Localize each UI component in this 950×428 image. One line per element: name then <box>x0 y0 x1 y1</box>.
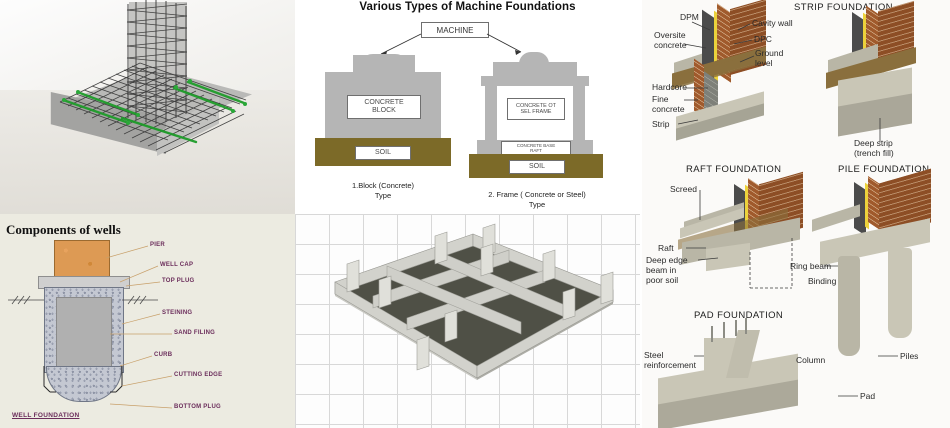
strip-label-deep-strip: Deep strip (trench fill) <box>854 138 894 159</box>
block-machine-body <box>353 55 415 72</box>
strip-label-hardcore: Hardcore <box>652 82 687 92</box>
raft-label-screed: Screed <box>670 184 697 194</box>
well-sand-filling <box>56 297 112 367</box>
well-label-cutting-edge: CUTTING EDGE <box>174 372 223 378</box>
strip-label-cavity-wall: Cavity wall <box>752 18 793 28</box>
well-label-top-plug: TOP PLUG <box>162 278 195 284</box>
pad-label-steel-reinforcement: Steel reinforcement <box>644 350 696 371</box>
strip-label-dpc: DPC <box>754 34 772 44</box>
block-caption-line1: 1.Block (Concrete) <box>351 181 415 190</box>
machine-callout-label: MACHINE <box>421 22 489 38</box>
pile-oversite-slab <box>812 204 860 232</box>
well-label-sand-filing: SAND FILING <box>174 330 216 336</box>
frame-caption: 2. Frame ( Concrete or Steel) Type <box>467 190 607 210</box>
pad-label-column: Column <box>796 355 826 365</box>
panel-well-foundation: Components of wells <box>0 214 295 428</box>
frame-right-column <box>573 86 585 146</box>
raft-deep-edge-beam <box>706 242 750 272</box>
strip-label-fine-concrete: Fine concrete <box>652 94 685 115</box>
panel-machine-foundations: Various Types of Machine Foundations MAC… <box>295 0 640 214</box>
well-foundation-footer: WELL FOUNDATION <box>12 412 80 419</box>
strip-label-ground-level: Ground level <box>755 48 784 69</box>
well-label-bottom-plug: BOTTOM PLUG <box>174 404 221 410</box>
frame-caption-line1: 2. Frame ( Concrete or Steel) <box>488 190 586 199</box>
frame-caption-line2: Type <box>528 200 546 210</box>
pile-front-pile <box>838 256 860 356</box>
raft-label-deep-edge-beam: Deep edge beam in poor soil <box>646 255 688 286</box>
block-caption: 1.Block (Concrete) Type <box>317 181 449 201</box>
well-label-steining: STEINING <box>162 310 193 316</box>
machine-foundations-title: Various Types of Machine Foundations <box>359 1 576 13</box>
frame-inner-label: CONCRETE OT SEL FRAME <box>507 98 565 120</box>
well-pier <box>54 240 110 280</box>
raft-foundation-title: RAFT FOUNDATION <box>686 164 782 175</box>
well-bottom-plug <box>46 366 122 402</box>
strip-label-dpm: DPM <box>680 12 699 22</box>
well-label-pier: PIER <box>150 242 166 248</box>
pad-label-pad: Pad <box>860 391 876 401</box>
block-caption-line2: Type <box>374 191 392 201</box>
well-label-curb: CURB <box>154 352 173 358</box>
pile-label-piles: Piles <box>900 351 919 361</box>
strip-label-strip: Strip <box>652 119 670 129</box>
frame-soil-label: SOIL <box>509 160 565 174</box>
frame-machine-deck <box>493 62 577 76</box>
panel-rebar-footing: /*mesh drawn below*/ <box>0 0 295 214</box>
block-soil-label: SOIL <box>355 146 411 160</box>
panel-raft-3d-model <box>295 214 640 428</box>
well-foundation-title: Components of wells <box>6 222 121 237</box>
pile-label-ring-beam: Ring beam <box>790 261 832 271</box>
rebar-cage-linework <box>59 0 247 154</box>
strip-label-oversite-concrete: Oversite concrete <box>654 30 687 51</box>
frame-top-beam <box>481 76 589 86</box>
pile-rear-pile <box>888 248 912 338</box>
pile-label-binding: Binding <box>808 276 837 286</box>
well-label-well-cap: WELL CAP <box>160 262 194 268</box>
panel-raft-pile-pad: RAFT FOUNDATION <box>640 160 950 428</box>
raft-3d-geometry <box>334 223 614 380</box>
panel-strip-foundation: STRIP FOUNDATION <box>640 0 950 160</box>
frame-machine-dome <box>519 52 549 64</box>
raft-label-raft: Raft <box>658 243 674 253</box>
frame-base-label: CONCRETE BASE RAFT <box>501 141 571 155</box>
strip-foundation-title: STRIP FOUNDATION <box>794 2 893 13</box>
pad-foundation-title: PAD FOUNDATION <box>694 310 784 321</box>
pile-foundation-title: PILE FOUNDATION <box>838 164 930 175</box>
block-inner-label: CONCRETE BLOCK <box>347 95 421 119</box>
frame-left-column <box>485 86 497 146</box>
